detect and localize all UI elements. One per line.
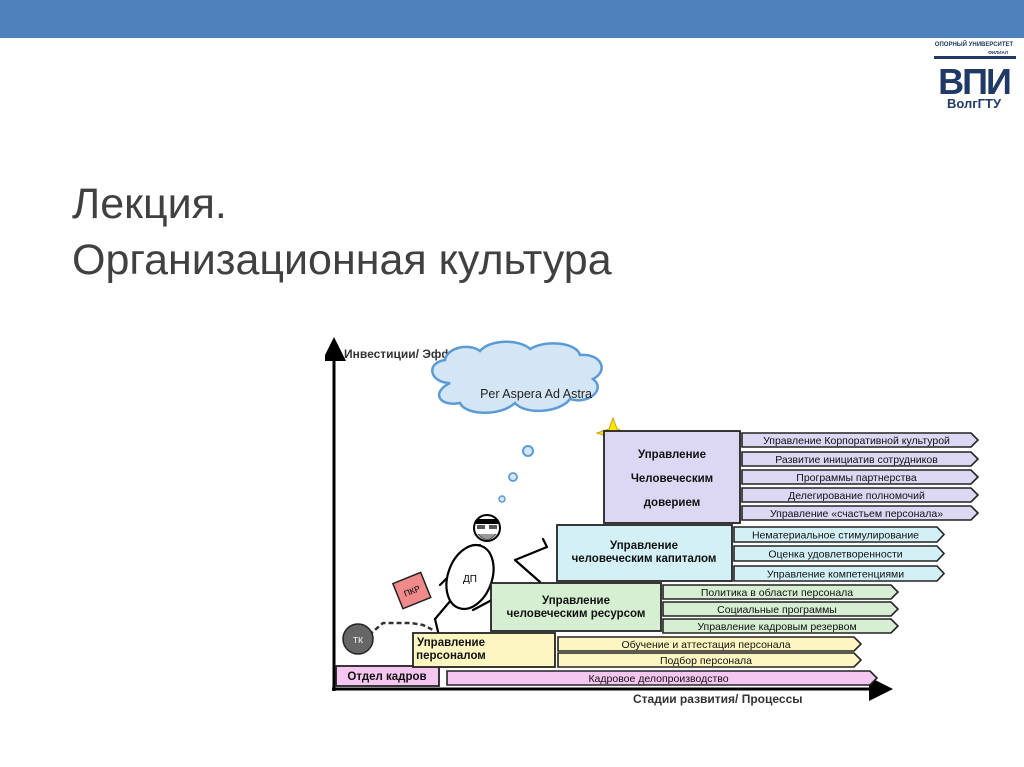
stair-step-hr-department: Отдел кадров (335, 665, 440, 687)
slide-title-line-2: Организационная культура (72, 236, 612, 284)
step-label-line: человеческим капиталом (572, 553, 717, 565)
step-label-line: доверием (644, 497, 700, 509)
thought-bubble (498, 495, 506, 503)
figure-body-label: ДП (463, 574, 477, 585)
step-label-line: Управление (638, 449, 706, 461)
process-label: Управление «счастьем персонала» (770, 508, 943, 520)
step-label: Отдел кадров (347, 671, 426, 683)
ball-and-chain: ТК (342, 621, 434, 655)
process-arrow (741, 451, 980, 467)
svg-text:ВПИ: ВПИ (938, 61, 1010, 102)
process-label: Управление компетенциями (767, 569, 904, 581)
process-arrows: Кадровое делопроизводство Обучение и атте… (446, 432, 980, 686)
process-label: Нематериальное стимулирование (752, 530, 919, 542)
process-arrow (741, 487, 980, 503)
process-arrow (733, 526, 946, 543)
process-label: Кадровое делопроизводство (588, 673, 728, 685)
process-arrow (446, 670, 879, 686)
process-arrow (557, 636, 863, 652)
process-arrow (733, 565, 946, 582)
process-label: Оценка удовлетворенности (768, 549, 902, 561)
process-label: Социальные программы (717, 604, 837, 616)
university-logo: ОПОРНЫЙ УНИВЕРСИТЕТ ФИЛИАЛ ВПИ ВолгГТУ (934, 40, 1016, 111)
thought-bubble (522, 445, 534, 457)
hr-development-diagram: Инвестиции/ Эффективность Стадии развити… (325, 337, 980, 706)
process-label: Подбор персонала (660, 655, 752, 667)
top-accent-bar (0, 0, 1024, 38)
process-label: Делегирование полномочий (788, 490, 925, 502)
process-arrow (733, 545, 946, 562)
svg-text:ФИЛИАЛ: ФИЛИАЛ (988, 50, 1008, 55)
weight-label: ТК (353, 635, 363, 645)
process-label: Обучение и аттестация персонала (621, 639, 790, 651)
step-label-line: Управление (417, 637, 485, 649)
step-label-line: Управление (610, 540, 678, 552)
x-axis-label: Стадии развития/ Процессы (633, 692, 803, 706)
process-arrow (662, 584, 900, 600)
process-arrow (741, 505, 980, 521)
process-label: Управление Корпоративной культурой (763, 435, 950, 447)
process-arrow (741, 469, 980, 485)
process-arrow (741, 432, 980, 448)
step-label-line: Человеческим (631, 473, 713, 485)
process-arrow (557, 652, 863, 668)
svg-text:ВолгГТУ: ВолгГТУ (947, 96, 1002, 111)
process-label: Политика в области персонала (701, 587, 853, 599)
slide-title-line-1: Лекция. (72, 180, 227, 228)
process-label: Программы партнерства (796, 472, 917, 484)
process-label: Развитие инициатив сотрудников (775, 454, 938, 466)
figure-head (473, 514, 501, 542)
thought-bubble (508, 472, 518, 482)
svg-text:ОПОРНЫЙ УНИВЕРСИТЕТ: ОПОРНЫЙ УНИВЕРСИТЕТ (935, 40, 1014, 48)
goal-cloud: Per Aspera Ad Astra (431, 340, 603, 414)
step-label-line: человеческим ресурсом (507, 608, 646, 620)
weight-ball-icon (342, 623, 374, 655)
process-arrow (662, 618, 900, 634)
briefcase-icon: ПКР (391, 571, 432, 610)
step-label-line: персоналом (416, 650, 486, 662)
process-label: Управление кадровым резервом (697, 621, 856, 633)
slide-title: Лекция. Организационная культура (72, 176, 612, 288)
process-arrow (662, 601, 900, 617)
cloud-motto: Per Aspera Ad Astra (480, 387, 592, 401)
step-label-line: Управление (542, 595, 610, 607)
